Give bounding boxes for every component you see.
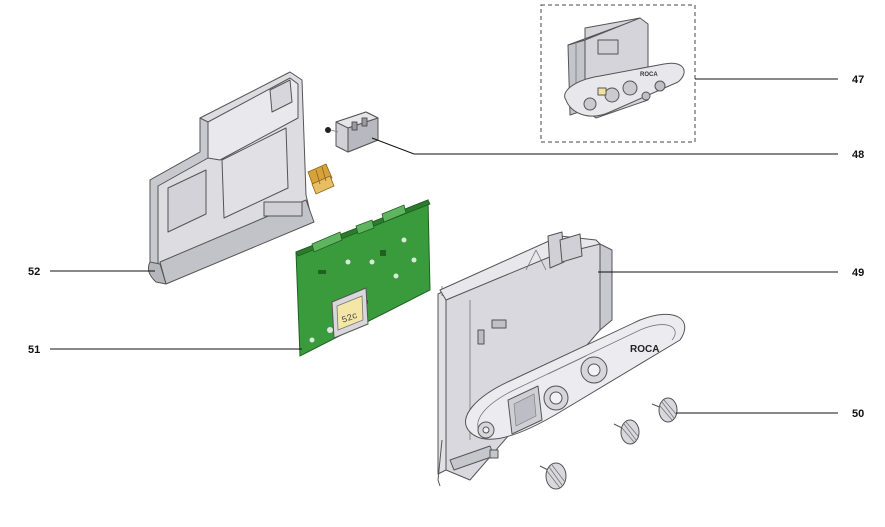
part-48-terminal-connector bbox=[325, 111, 379, 153]
callout-51: 51 bbox=[28, 344, 40, 356]
brass-contacts bbox=[307, 163, 335, 195]
callout-52: 52 bbox=[28, 266, 40, 278]
housing-brand-label: ROCA bbox=[630, 344, 659, 355]
part-50-knob-c bbox=[539, 462, 567, 490]
part-50-knob-b bbox=[613, 419, 640, 445]
callout-47: 47 bbox=[852, 74, 864, 86]
part-50-knob-a bbox=[651, 397, 678, 423]
part-52-rear-cover bbox=[148, 71, 315, 285]
part-47-dashed-frame bbox=[540, 4, 696, 143]
leader-48 bbox=[371, 137, 838, 155]
part-49-front-housing: ROCA bbox=[437, 231, 686, 487]
callout-50: 50 bbox=[852, 408, 864, 420]
part-51-circuit-board: 52c bbox=[295, 199, 431, 357]
part-47-assembled-unit: ROCA bbox=[540, 4, 696, 143]
part-47-brand-label: ROCA bbox=[640, 72, 658, 78]
callout-48: 48 bbox=[852, 149, 864, 161]
callout-49: 49 bbox=[852, 267, 864, 279]
